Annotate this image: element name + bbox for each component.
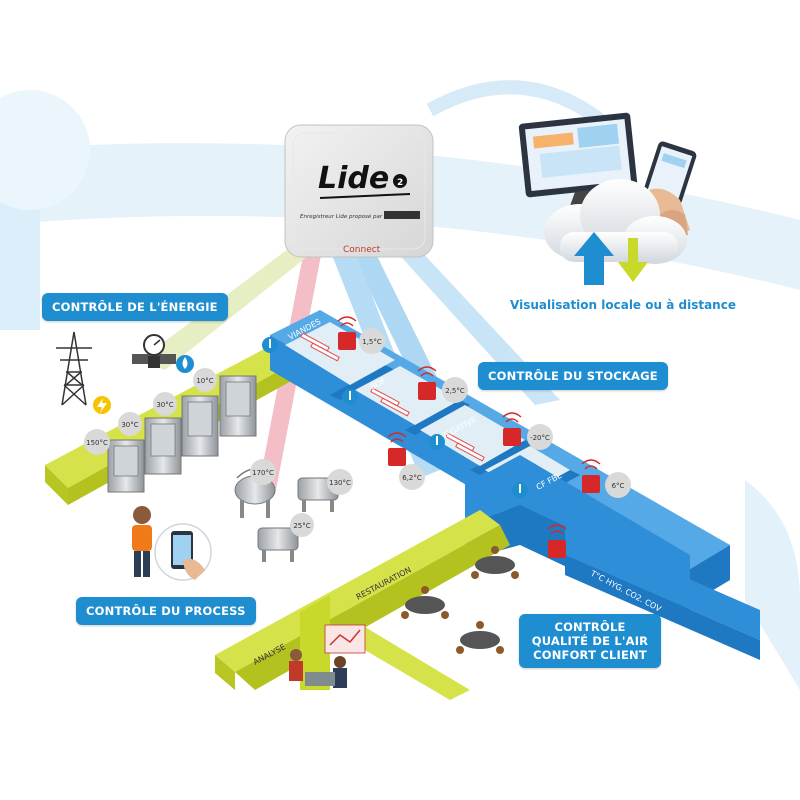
svg-text:30°C: 30°C xyxy=(121,421,138,429)
operator-with-phone xyxy=(132,506,212,581)
upload-arrow-icon xyxy=(574,232,614,285)
device-logo-mark-text: 2 xyxy=(397,178,403,188)
storage-control-label: CONTRÔLE DU STOCKAGE xyxy=(478,362,668,390)
temp-badge-pan-1: 130°C xyxy=(327,469,353,495)
kitchen-temperature-badges: 10°C 30°C 30°C 150°C 170°C 130°C 25°C xyxy=(84,368,353,537)
wireless-sensor-icon xyxy=(547,524,567,558)
cold-storage-block xyxy=(270,310,760,660)
air-quality-label: CONTRÔLE QUALITÉ DE L'AIR CONFORT CLIENT xyxy=(519,614,661,668)
temp-badge-bof: 2,5°C xyxy=(442,377,468,403)
svg-text:130°C: 130°C xyxy=(329,479,351,487)
monitor-icon xyxy=(518,112,638,206)
svg-text:-20°C: -20°C xyxy=(530,434,550,442)
device-logo: Lide xyxy=(318,161,389,196)
oven-icon xyxy=(181,395,219,457)
remote-visualisation-caption: Visualisation locale ou à distance xyxy=(510,298,736,312)
oven-icon xyxy=(219,375,257,437)
kitchen-equipment xyxy=(107,375,339,562)
device-connect-label: Connect xyxy=(343,245,381,255)
temp-badge-kettle: 170°C xyxy=(250,459,276,485)
pylon-icon xyxy=(56,331,92,406)
tilting-pan-icon xyxy=(257,527,299,562)
lightning-icon xyxy=(93,396,111,414)
temp-badge-cf-fbl: 6°C xyxy=(605,472,631,498)
process-control-label: CONTRÔLE DU PROCESS xyxy=(76,597,256,625)
temp-badge-oven-4: 150°C xyxy=(84,429,110,455)
analysis-team xyxy=(289,624,366,688)
lide-device: Lide 2 Enregistreur Lide proposé par Con… xyxy=(284,124,434,258)
svg-text:6,2°C: 6,2°C xyxy=(402,474,422,482)
dining-table xyxy=(456,621,504,654)
svg-text:1,5°C: 1,5°C xyxy=(362,338,382,346)
temp-badge-oven-1: 10°C xyxy=(193,368,217,392)
wireless-sensor-icon xyxy=(337,316,357,350)
wireless-sensors xyxy=(337,316,601,558)
thermometer-icon xyxy=(342,389,358,405)
remote-visualisation xyxy=(518,112,697,285)
wireless-sensor-icon xyxy=(417,366,437,400)
svg-text:25°C: 25°C xyxy=(293,522,310,530)
restaurant-tables xyxy=(401,546,519,654)
device-logo-mark xyxy=(393,174,407,188)
svg-text:30°C: 30°C xyxy=(156,401,173,409)
svg-text:170°C: 170°C xyxy=(252,469,274,477)
temp-badge-negative-a: -20°C xyxy=(527,424,553,450)
energy-icons xyxy=(56,331,194,414)
lower-floor: RESTAURATION ANALYSE xyxy=(215,510,510,700)
air-quality-label-line3: CONFORT CLIENT xyxy=(533,648,647,662)
thermometer-icon xyxy=(429,434,445,450)
temp-badge-viandes: 1,5°C xyxy=(359,328,385,354)
svg-text:10°C: 10°C xyxy=(196,377,213,385)
smartphone-icon xyxy=(154,523,212,581)
dining-table xyxy=(401,586,449,619)
temp-badge-oven-3: 30°C xyxy=(118,412,142,436)
water-drop-icon xyxy=(176,355,194,373)
download-arrow-icon xyxy=(618,238,648,282)
temp-badge-pan-2: 25°C xyxy=(290,513,314,537)
temp-badge-negative-b: 6,2°C xyxy=(399,464,425,490)
thermometers xyxy=(262,337,528,498)
manufacturer-logo xyxy=(384,211,420,219)
water-meter-icon xyxy=(132,334,176,368)
device-subline: Enregistreur Lide proposé par xyxy=(300,213,383,220)
temp-badge-oven-2: 30°C xyxy=(153,392,177,416)
air-quality-label-line2: QUALITÉ DE L'AIR xyxy=(531,634,649,648)
energy-control-label: CONTRÔLE DE L'ÉNERGIE xyxy=(42,293,228,321)
oven-icon xyxy=(144,417,182,475)
thermometer-icon xyxy=(262,337,278,353)
svg-text:150°C: 150°C xyxy=(86,439,108,447)
temperature-badges: 1,5°C 2,5°C -20°C 6,2°C 6°C xyxy=(359,328,631,498)
thermometer-icon xyxy=(512,482,528,498)
oven-icon xyxy=(107,439,145,493)
dining-table xyxy=(471,546,519,579)
wireless-sensor-icon xyxy=(581,459,601,493)
svg-text:2,5°C: 2,5°C xyxy=(445,387,465,395)
wireless-sensor-icon xyxy=(502,412,522,446)
svg-text:6°C: 6°C xyxy=(612,482,625,490)
air-quality-label-line1: CONTRÔLE xyxy=(554,620,626,634)
wireless-sensor-icon xyxy=(387,432,407,466)
